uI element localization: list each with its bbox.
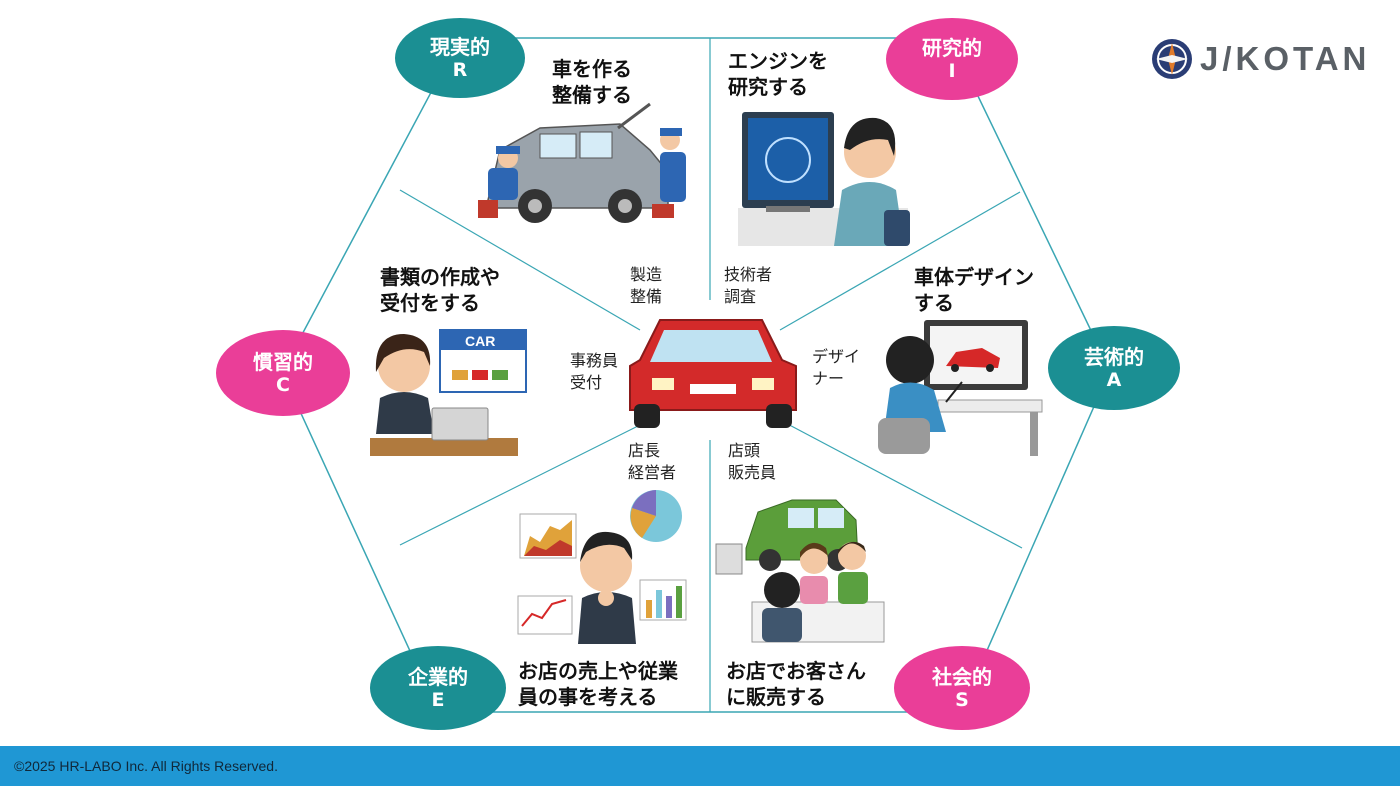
job-label-conventional: 事務員 受付 — [570, 351, 619, 392]
type-code: A — [1106, 369, 1122, 391]
designer-drawing-car-illustration — [878, 320, 1043, 456]
type-name: 企業的 — [408, 665, 468, 689]
salesperson-with-family-illustration — [715, 499, 885, 643]
activity-caption-conventional: 書類の作成や 受付をする — [380, 265, 500, 315]
job-label-enterprising: 店長 経営者 — [628, 441, 677, 482]
type-name: 慣習的 — [253, 350, 313, 374]
type-name: 研究的 — [922, 36, 982, 60]
type-badge-conventional: 慣習的 C — [216, 330, 350, 416]
type-code: I — [948, 60, 956, 82]
type-name: 社会的 — [932, 665, 992, 689]
type-badge-enterprising: 企業的 E — [370, 646, 506, 730]
engineer-at-computer-illustration — [738, 112, 910, 246]
type-code: S — [955, 689, 969, 711]
red-car-illustration — [629, 319, 797, 428]
type-code: R — [452, 59, 468, 81]
type-name: 現実的 — [430, 35, 490, 59]
activity-caption-investigative: エンジンを 研究する — [728, 49, 828, 99]
hexagon-spokes — [399, 38, 1023, 712]
activity-caption-artistic: 車体デザイン する — [914, 265, 1034, 315]
hexagon-diagram: CAR — [281, 37, 1111, 713]
manager-thinking-charts-illustration — [517, 490, 687, 644]
svg-text:CAR: CAR — [465, 333, 495, 349]
logo-wordmark: J/KOTAN — [1200, 40, 1371, 77]
type-badge-artistic: 芸術的 A — [1048, 326, 1180, 410]
type-code: E — [431, 689, 445, 711]
type-badge-investigative: 研究的 I — [886, 18, 1018, 100]
receptionist-at-laptop-illustration: CAR — [370, 329, 527, 456]
type-badge-social: 社会的 S — [894, 646, 1030, 730]
footer-bar: ©2025 HR-LABO Inc. All Rights Reserved. — [0, 746, 1400, 786]
activity-caption-enterprising: お店の売上や従業 員の事を考える — [518, 659, 678, 709]
copyright-text: ©2025 HR-LABO Inc. All Rights Reserved. — [14, 758, 278, 774]
compass-icon — [1152, 39, 1192, 79]
job-label-realistic: 製造 整備 — [630, 265, 663, 306]
job-label-social: 店頭 販売員 — [728, 441, 777, 482]
type-badge-realistic: 現実的 R — [395, 18, 525, 98]
job-label-artistic: デザイ ナー — [812, 347, 861, 388]
job-label-investigative: 技術者 調査 — [724, 265, 773, 306]
mechanics-repairing-car-illustration — [478, 102, 686, 223]
activity-caption-realistic: 車を作る 整備する — [552, 57, 632, 107]
type-code: C — [276, 374, 290, 396]
type-name: 芸術的 — [1084, 345, 1144, 369]
jikotan-logo: J/KOTAN — [1150, 36, 1370, 82]
activity-caption-social: お店でお客さん に販売する — [726, 659, 866, 709]
